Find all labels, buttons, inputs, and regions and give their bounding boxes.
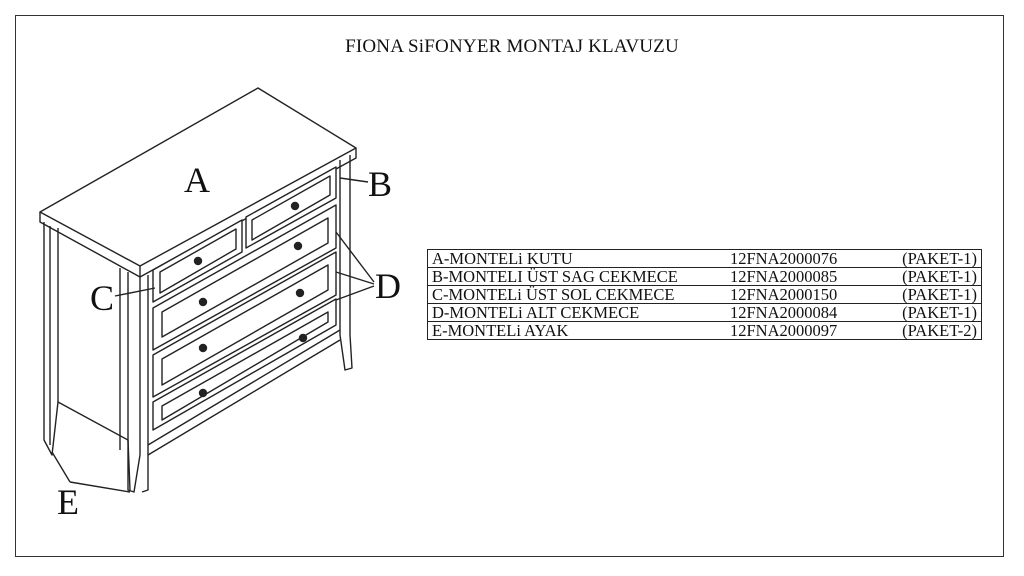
part-name: B-MONTELI ÜST SAG CEKMECE <box>427 267 726 286</box>
drawer-top-right <box>245 166 337 249</box>
label-c: C <box>90 278 115 318</box>
label-a: A <box>184 160 210 200</box>
label-e: E <box>57 482 79 522</box>
part-name: C-MONTELi ÜST SOL CEKMECE <box>427 285 726 304</box>
table-row: C-MONTELi ÜST SOL CEKMECE 12FNA2000150 (… <box>427 285 982 304</box>
page-frame <box>15 15 1004 557</box>
table-row: A-MONTELi KUTU 12FNA2000076 (PAKET-1) <box>427 249 982 268</box>
drawer-knobs <box>193 201 308 398</box>
label-d: D <box>375 266 401 306</box>
part-name: D-MONTELi ALT CEKMECE <box>427 303 726 322</box>
table-row: B-MONTELI ÜST SAG CEKMECE 12FNA2000085 (… <box>427 267 982 286</box>
parts-table: A-MONTELi KUTU 12FNA2000076 (PAKET-1) B-… <box>427 249 982 340</box>
part-package: (PAKET-2) <box>874 321 982 340</box>
part-code: 12FNA2000076 <box>726 249 874 268</box>
label-b: B <box>368 164 393 204</box>
part-code: 12FNA2000085 <box>726 267 874 286</box>
part-package: (PAKET-1) <box>874 267 982 286</box>
drawer-3 <box>152 251 337 398</box>
part-code: 12FNA2000150 <box>726 285 874 304</box>
part-code: 12FNA2000097 <box>726 321 874 340</box>
part-package: (PAKET-1) <box>874 285 982 304</box>
part-code: 12FNA2000084 <box>726 303 874 322</box>
table-row: E-MONTELi AYAK 12FNA2000097 (PAKET-2) <box>427 321 982 340</box>
part-name: A-MONTELi KUTU <box>427 249 726 268</box>
drawer-2 <box>152 204 337 351</box>
part-package: (PAKET-1) <box>874 249 982 268</box>
side-panel <box>43 222 131 491</box>
part-name: E-MONTELi AYAK <box>427 321 726 340</box>
part-package: (PAKET-1) <box>874 303 982 322</box>
table-row: D-MONTELi ALT CEKMECE 12FNA2000084 (PAKE… <box>427 303 982 322</box>
page-title: FIONA SiFONYER MONTAJ KLAVUZU <box>345 36 679 57</box>
